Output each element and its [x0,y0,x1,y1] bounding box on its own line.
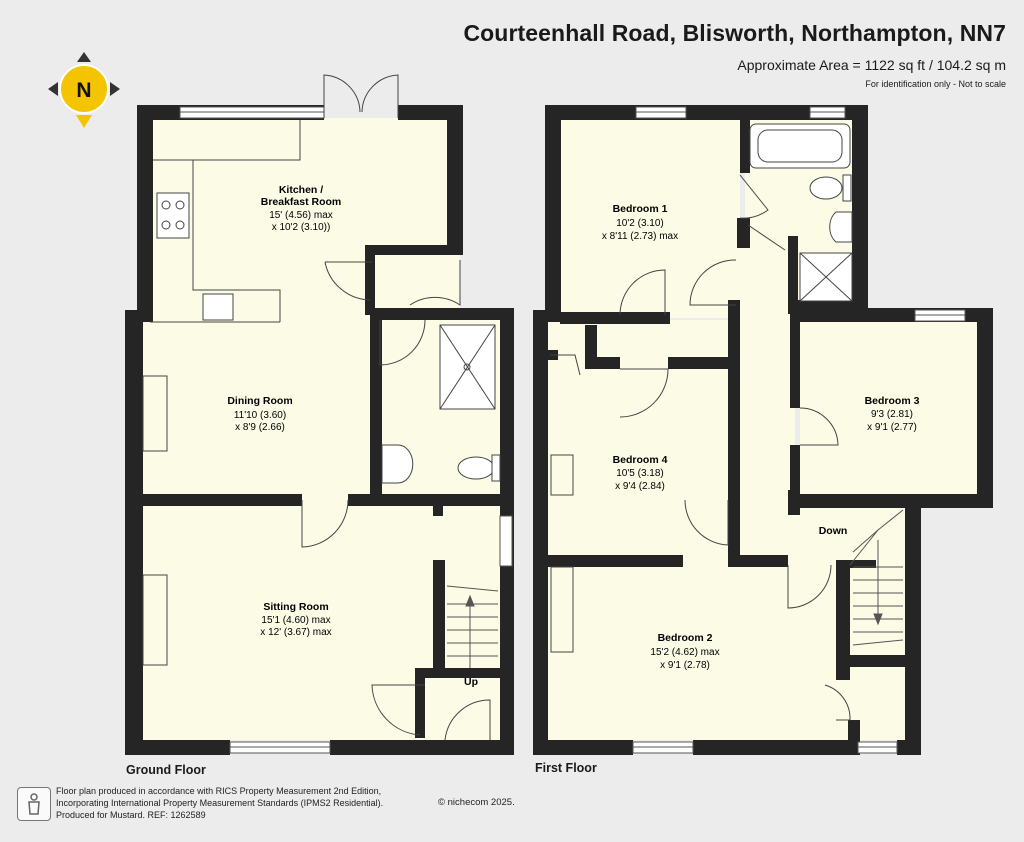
compass-icon: N [48,52,120,128]
disclaimer-text: For identification only - Not to scale [865,79,1006,89]
room-dim-bedroom-3-b: x 9'1 (2.77) [867,422,917,433]
ground-floor-label: Ground Floor [126,763,206,777]
stairs-down-label: Down [819,525,848,537]
room-dim-bedroom-1-a: 10'2 (3.10) [616,218,664,229]
room-dim-dining-1: 11'10 (3.60) [234,410,286,421]
room-dim-bedroom-1-b: x 8'11 (2.73) max [602,231,678,242]
room-name-bedroom-3: Bedroom 3 [865,395,920,407]
room-name-bedroom-2: Bedroom 2 [658,632,713,644]
footer-text: Floor plan produced in accordance with R… [56,785,383,821]
room-name-bedroom-1: Bedroom 1 [613,203,668,215]
room-dim-bedroom-4-a: 10'5 (3.18) [616,468,664,479]
room-dim-kitchen-1: 15' (4.56) max [269,210,333,221]
room-name-kitchen: Kitchen / [279,184,323,196]
room-name-dining: Dining Room [227,395,292,407]
room-name-sitting: Sitting Room [263,601,328,613]
approximate-area: Approximate Area = 1122 sq ft / 104.2 sq… [737,57,1006,73]
room-dim-dining-2: x 8'9 (2.66) [235,422,285,433]
compass-letter: N [76,79,91,102]
first-floor-label: First Floor [535,761,597,775]
room-dim-sitting-1: 15'1 (4.60) max [261,615,330,626]
room-dim-bedroom-2-b: x 9'1 (2.78) [660,660,710,671]
property-title: Courteenhall Road, Blisworth, Northampto… [463,20,1006,46]
room-dim-bedroom-2-a: 15'2 (4.62) max [650,647,719,658]
copyright-text: © nichecom 2025. [438,797,515,808]
room-name-bedroom-4: Bedroom 4 [613,454,668,466]
room-dim-bedroom-4-b: x 9'4 (2.84) [615,481,665,492]
footer-line-1: Floor plan produced in accordance with R… [56,786,382,796]
room-dim-bedroom-3-a: 9'3 (2.81) [871,409,913,420]
stairs-up-label: Up [464,676,478,688]
room-name-kitchen-2: Breakfast Room [261,196,342,208]
first-floor-plan: Down Bedroom 1 10'2 (3.10) x 8'11 (2.73)… [533,105,993,755]
footer-line-3: Produced for Mustard. REF: 1262589 [56,810,206,820]
room-dim-sitting-2: x 12' (3.67) max [260,627,331,638]
rics-badge-icon [17,787,51,821]
ground-floor-plan: Up Kitchen / Breakfast Room 15' (4.56) m… [125,74,514,755]
footer-line-2: Incorporating International Property Mea… [56,798,384,808]
room-dim-kitchen-2: x 10'2 (3.10)) [272,222,331,233]
